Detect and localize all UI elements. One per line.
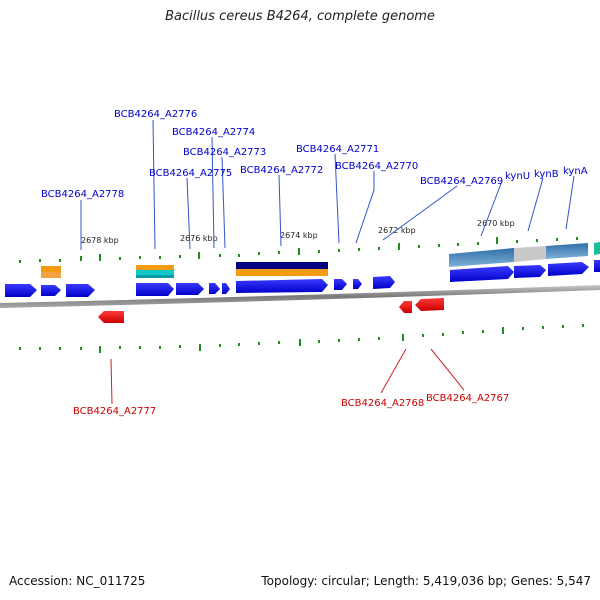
scale-label: 2670 kbp (477, 219, 515, 228)
gene-forward[interactable] (514, 265, 546, 278)
gene-label[interactable]: kynU (505, 171, 530, 182)
gene-forward[interactable] (222, 283, 230, 294)
gene-forward[interactable] (373, 276, 395, 289)
gene-forward[interactable] (548, 262, 589, 276)
gene-forward[interactable] (176, 283, 204, 295)
gene-forward[interactable] (594, 260, 600, 272)
genome-summary-text: Topology: circular; Length: 5,419,036 bp… (261, 574, 591, 588)
gene-label[interactable]: BCB4264_A2778 (41, 189, 124, 200)
gene-forward[interactable] (41, 285, 61, 296)
map-title: Bacillus cereus B4264, complete genome (165, 9, 435, 24)
gene-label[interactable]: BCB4264_A2772 (240, 165, 323, 176)
gene-reverse[interactable] (98, 311, 124, 323)
gene-reverse[interactable] (399, 301, 412, 313)
reverse-gene-labels: BCB4264_A2777 BCB4264_A2768 BCB4264_A276… (73, 393, 509, 417)
gene-label[interactable]: kynA (563, 166, 588, 177)
gene-reverse[interactable] (415, 298, 444, 311)
reverse-leader-lines (110, 348, 465, 405)
gene-label[interactable]: BCB4264_A2770 (335, 161, 418, 172)
scale-label: 2676 kbp (180, 234, 218, 243)
reverse-genes[interactable] (98, 298, 444, 323)
scale-label: 2678 kbp (81, 236, 119, 245)
gene-label[interactable]: BCB4264_A2774 (172, 127, 255, 138)
gene-forward[interactable] (353, 279, 362, 289)
scale-label: 2674 kbp (280, 231, 318, 240)
gene-label[interactable]: BCB4264_A2777 (73, 406, 156, 417)
gene-label[interactable]: BCB4264_A2768 (341, 398, 424, 409)
gene-label[interactable]: BCB4264_A2776 (114, 109, 197, 120)
gene-forward[interactable] (136, 283, 174, 296)
lower-tick-row (19, 324, 584, 353)
gene-forward[interactable] (334, 279, 347, 290)
gene-forward[interactable] (66, 284, 95, 297)
forward-genes[interactable] (5, 260, 600, 297)
gene-forward[interactable] (5, 284, 37, 297)
gene-label[interactable]: BCB4264_A2769 (420, 176, 503, 187)
gene-forward[interactable] (450, 266, 514, 282)
accession-text: Accession: NC_011725 (9, 574, 146, 588)
gene-label[interactable]: kynB (534, 169, 559, 180)
gene-label[interactable]: BCB4264_A2767 (426, 393, 509, 404)
genome-backbone (0, 285, 600, 308)
gene-forward[interactable] (209, 283, 220, 294)
forward-gene-labels: BCB4264_A2778 BCB4264_A2776 BCB4264_A277… (41, 109, 588, 200)
forward-leader-lines (80, 119, 575, 250)
gene-forward[interactable] (236, 279, 328, 293)
upper-tick-row (19, 237, 578, 263)
gene-label[interactable]: BCB4264_A2775 (149, 168, 232, 179)
feature-tracks (41, 242, 600, 278)
gene-label[interactable]: BCB4264_A2773 (183, 147, 266, 158)
gene-label[interactable]: BCB4264_A2771 (296, 144, 379, 155)
